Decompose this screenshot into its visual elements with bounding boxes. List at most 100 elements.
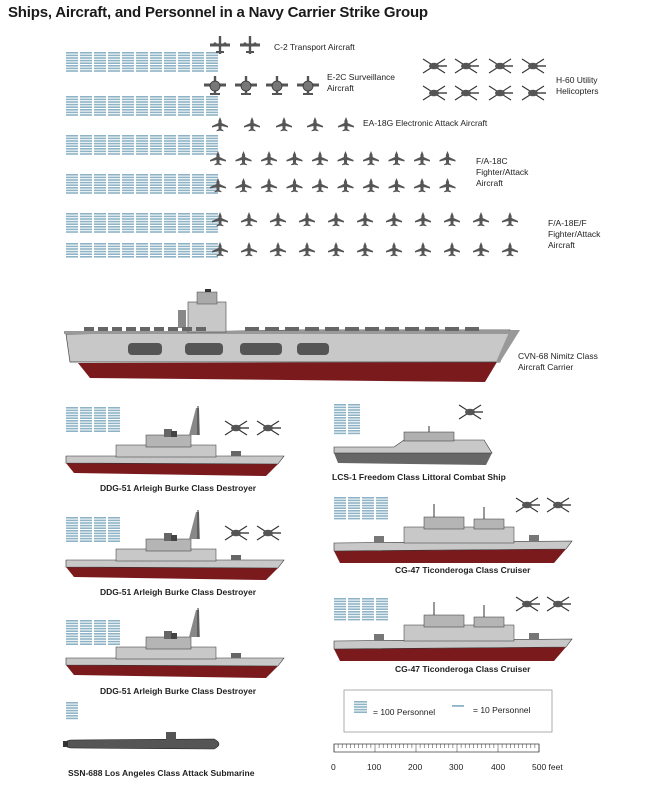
fa18c-jet-b6 <box>363 178 379 193</box>
littoral-combat-ship <box>333 426 493 465</box>
fa18ef-jet-b9 <box>473 242 489 257</box>
label-ea18g: EA-18G Electronic Attack Aircraft <box>363 118 488 128</box>
scale-tick-400: 400 <box>491 762 506 772</box>
heli-cg1-a <box>515 497 540 513</box>
fa18ef-jet-a4 <box>328 212 344 227</box>
e2c-aircraft-1 <box>235 76 257 95</box>
c2-aircraft-1 <box>240 36 260 54</box>
destroyer-2 <box>65 510 285 580</box>
c2-aircraft-0 <box>210 36 230 54</box>
personnel-block-airwing-3 <box>66 174 218 194</box>
label-e2c-1: E-2C Surveillance <box>327 72 396 82</box>
fa18ef-jet-a7 <box>415 212 431 227</box>
label-fa18ef-2: Fighter/Attack <box>548 229 601 239</box>
personnel-destroyer-2 <box>66 517 120 542</box>
label-h60-2: Helicopters <box>556 86 599 96</box>
heli-ddg2-a <box>224 525 249 541</box>
fa18ef-jet-b1 <box>241 242 257 257</box>
cruiser-2 <box>333 602 573 661</box>
destroyer-3 <box>65 608 285 678</box>
fa18c-jet-a2 <box>261 151 277 166</box>
ea18g-jet-4 <box>338 117 354 132</box>
e2c-aircraft-2 <box>266 76 288 95</box>
ea18g-jet-0 <box>212 117 228 132</box>
label-fa18c-3: Aircraft <box>476 178 503 188</box>
fa18c-jet-a5 <box>337 151 354 166</box>
aircraft-carrier <box>64 289 520 382</box>
fa18ef-jet-b5 <box>357 242 373 257</box>
scale-tick-100: 100 <box>367 762 382 772</box>
heli-ddg1-a <box>224 420 249 436</box>
fa18c-jet-b2 <box>261 178 277 193</box>
label-c2: C-2 Transport Aircraft <box>274 42 355 52</box>
heli-lcs <box>458 404 483 420</box>
heli-ddg1-b <box>256 420 281 436</box>
heli-cg2-b <box>546 596 571 612</box>
h60-heli-a1 <box>454 58 479 74</box>
ea18g-jet-1 <box>244 117 260 132</box>
personnel-block-airwing-0 <box>66 52 218 72</box>
personnel-block-airwing-4 <box>66 213 218 233</box>
fa18c-jet-b8 <box>414 178 430 193</box>
e2c-aircraft-3 <box>297 76 319 95</box>
fa18c-jet-b5 <box>337 178 354 193</box>
h60-heli-b0 <box>422 85 447 101</box>
scale-tick-300: 300 <box>449 762 464 772</box>
scale-tick-200: 200 <box>408 762 423 772</box>
fa18ef-jet-b10 <box>502 242 518 257</box>
heli-cg2-a <box>515 596 540 612</box>
label-e2c-2: Aircraft <box>327 83 354 93</box>
label-cvn-1: CVN-68 Nimitz Class <box>518 351 598 361</box>
fa18c-jet-a4 <box>312 151 328 166</box>
personnel-destroyer-1 <box>66 407 120 432</box>
fa18ef-jet-a3 <box>299 212 315 227</box>
personnel-lcs <box>334 404 360 435</box>
fa18c-jet-a8 <box>414 151 430 166</box>
fa18ef-jet-b6 <box>386 242 402 257</box>
label-cg-1: CG-47 Ticonderoga Class Cruiser <box>395 565 531 575</box>
label-ssn: SSN-688 Los Angeles Class Attack Submari… <box>68 768 255 778</box>
ea18g-jet-2 <box>276 117 292 132</box>
fa18ef-jet-a5 <box>357 212 373 227</box>
fa18c-jet-a3 <box>286 151 303 166</box>
h60-heli-a3 <box>521 58 546 74</box>
personnel-block-airwing-1 <box>66 96 218 116</box>
legend-box <box>343 689 553 733</box>
destroyer-1 <box>65 406 285 476</box>
h60-heli-b1 <box>454 85 479 101</box>
personnel-submarine <box>66 702 78 720</box>
label-fa18ef-1: F/A-18E/F <box>548 218 587 228</box>
fa18c-jet-b9 <box>439 178 456 193</box>
heli-cg1-b <box>546 497 571 513</box>
scale-tick-500: 500 feet <box>532 762 563 772</box>
e2c-aircraft-0 <box>204 76 226 95</box>
fa18ef-jet-b0 <box>212 242 228 257</box>
heli-ddg2-b <box>256 525 281 541</box>
fa18c-jet-a1 <box>235 151 252 166</box>
label-fa18c-2: Fighter/Attack <box>476 167 529 177</box>
fa18ef-jet-b8 <box>444 242 460 257</box>
personnel-destroyer-3 <box>66 620 120 645</box>
page-title: Ships, Aircraft, and Personnel in a Navy… <box>8 4 428 21</box>
label-ddg-2: DDG-51 Arleigh Burke Class Destroyer <box>100 587 257 597</box>
label-lcs: LCS-1 Freedom Class Littoral Combat Ship <box>332 472 506 482</box>
legend-ten-label: = 10 Personnel <box>473 705 531 715</box>
fa18ef-jet-b3 <box>299 242 315 257</box>
fa18ef-jet-a6 <box>386 212 402 227</box>
fa18c-jet-a7 <box>388 151 405 166</box>
label-ddg-1: DDG-51 Arleigh Burke Class Destroyer <box>100 483 257 493</box>
fa18c-jet-b1 <box>235 178 252 193</box>
legend-hundred-label: = 100 Personnel <box>373 707 436 717</box>
fa18ef-jet-b4 <box>328 242 344 257</box>
fa18ef-jet-a9 <box>473 212 489 227</box>
fa18c-jet-b4 <box>312 178 328 193</box>
fa18ef-jet-a10 <box>502 212 518 227</box>
personnel-cruiser-1 <box>334 497 388 520</box>
label-cvn-2: Aircraft Carrier <box>518 362 574 372</box>
h60-heli-a2 <box>488 58 513 74</box>
personnel-block-airwing-5 <box>66 243 218 258</box>
personnel-cruiser-2 <box>334 598 388 621</box>
personnel-block-airwing-2 <box>66 135 218 155</box>
